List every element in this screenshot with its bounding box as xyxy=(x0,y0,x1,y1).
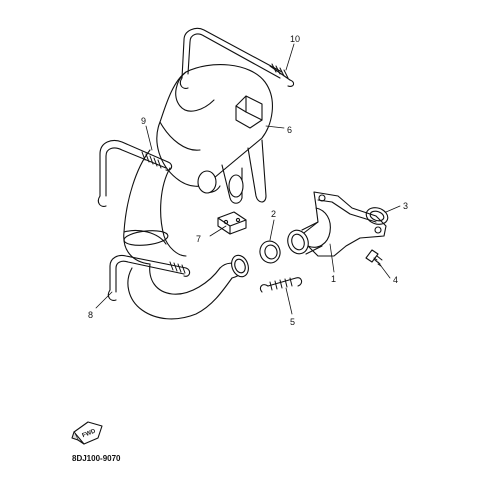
callout-6: 6 xyxy=(287,125,292,135)
callout-8: 8 xyxy=(88,310,93,320)
callout-2: 2 xyxy=(271,209,276,219)
fwd-arrow-badge: FWD xyxy=(71,421,103,445)
part-6-muffler xyxy=(156,64,273,204)
part-9-spring-hanger xyxy=(97,139,173,207)
callout-10: 10 xyxy=(290,34,300,44)
exhaust-pipe xyxy=(123,149,249,320)
part-8-spring-hanger xyxy=(107,254,191,301)
part-3-gasket xyxy=(365,207,389,225)
callout-3: 3 xyxy=(403,201,408,211)
callout-4: 4 xyxy=(393,275,398,285)
part-1-exhaust-joint xyxy=(287,191,387,257)
callout-1: 1 xyxy=(331,274,336,284)
callout-numbers: 1 2 3 4 5 6 7 8 9 10 xyxy=(88,34,408,327)
part-5-spring xyxy=(259,277,303,293)
callout-9: 9 xyxy=(141,116,146,126)
leader-lines xyxy=(95,43,401,315)
diagram-code: 8DJ100-9070 xyxy=(72,454,121,463)
callout-7: 7 xyxy=(196,234,201,244)
fwd-label: FWD xyxy=(82,428,98,439)
part-2-gasket xyxy=(259,240,281,264)
part-10-spring-hanger xyxy=(179,27,295,89)
part-7-damper xyxy=(217,211,247,235)
callout-5: 5 xyxy=(290,317,295,327)
